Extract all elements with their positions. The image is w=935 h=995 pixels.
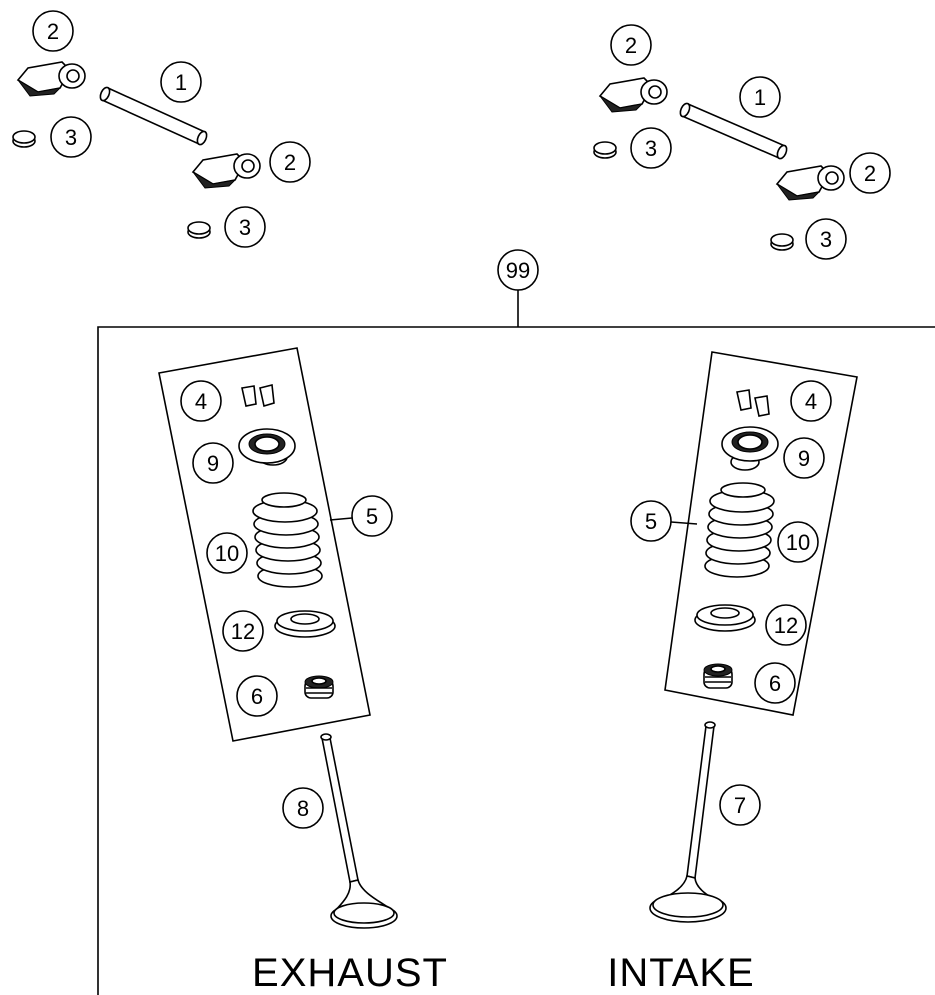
valve-stem-seal-part [703, 663, 733, 689]
callout-1: 1 [160, 61, 202, 103]
callout-label: 2 [864, 161, 876, 186]
callout-2: 2 [849, 152, 891, 194]
callout-9: 9 [192, 442, 234, 484]
spring-seat-part [694, 604, 756, 632]
valve-keeper-part [241, 384, 275, 408]
callout-label: 3 [645, 136, 657, 161]
rocker-arm-part [775, 165, 845, 201]
callout-label: 7 [734, 793, 746, 818]
callout-label: 2 [47, 19, 59, 44]
exhaust-parts-panel [158, 347, 371, 742]
rocker-assembly-right [593, 77, 845, 251]
exhaust-valve-group: 4 9 10 12 6 5 8 EXHAUST [158, 347, 448, 995]
callout-label: 5 [366, 504, 378, 529]
rocker-shaft-part [679, 102, 788, 160]
callout-label: 10 [786, 530, 810, 555]
callout-3: 3 [630, 127, 672, 169]
spring-retainer-part [238, 428, 296, 466]
callout-6: 6 [236, 675, 278, 717]
callout-label: 9 [798, 446, 810, 471]
callout-label: 6 [769, 671, 781, 696]
valve-stem-seal-part [304, 675, 334, 699]
assembly-bracket: 99 [97, 249, 935, 995]
callout-4: 4 [790, 380, 832, 422]
callout-2: 2 [32, 10, 74, 52]
valve-keeper-part [736, 389, 770, 417]
intake-label: INTAKE [607, 951, 755, 995]
callout-10: 10 [206, 532, 248, 574]
callout-label: 5 [645, 509, 657, 534]
callout-label: 99 [506, 258, 530, 283]
valve-spring-part [252, 492, 323, 588]
rocker-arm-part [598, 77, 668, 113]
callout-label: 2 [284, 150, 296, 175]
rocker-shaft-part [99, 86, 208, 146]
callout-label: 6 [251, 684, 263, 709]
callout-label: 9 [207, 451, 219, 476]
callout-6: 6 [754, 662, 796, 704]
callout-label: 1 [175, 70, 187, 95]
exhaust-label: EXHAUST [252, 951, 448, 995]
callout-label: 3 [65, 125, 77, 150]
callout-5: 5 [630, 500, 698, 542]
callout-10: 10 [777, 521, 819, 563]
callout-label: 1 [754, 85, 766, 110]
callout-label: 12 [774, 613, 798, 638]
callout-12: 12 [765, 604, 807, 646]
callout-5: 5 [329, 495, 393, 537]
callout-label: 3 [820, 227, 832, 252]
exhaust-valve-part [320, 733, 398, 929]
callout-label: 4 [195, 389, 207, 414]
callout-12: 12 [222, 610, 264, 652]
callout-7: 7 [719, 784, 761, 826]
intake-valve-part [649, 721, 727, 923]
rocker-assembly-left [12, 61, 261, 239]
callout-label: 10 [215, 541, 239, 566]
shim-part [12, 130, 36, 148]
callout-8: 8 [282, 787, 324, 829]
callout-3: 3 [50, 116, 92, 158]
shim-part [770, 233, 794, 251]
callout-3: 3 [805, 218, 847, 260]
callout-label: 8 [297, 796, 309, 821]
shim-part [187, 221, 211, 239]
spring-seat-part [274, 610, 336, 638]
spring-retainer-part [721, 426, 779, 471]
callout-2: 2 [610, 24, 652, 66]
callout-label: 4 [805, 389, 817, 414]
shim-part [593, 141, 617, 159]
callout-label: 3 [239, 215, 251, 240]
intake-parts-panel [664, 351, 858, 716]
intake-valve-group: 4 9 10 12 6 5 7 INTAKE [607, 351, 858, 995]
callout-label: 12 [231, 619, 255, 644]
callout-label: 2 [625, 33, 637, 58]
callout-2: 2 [269, 141, 311, 183]
callout-9: 9 [783, 437, 825, 479]
valve-spring-part [704, 482, 775, 578]
callout-3: 3 [224, 206, 266, 248]
callout-1: 1 [739, 76, 781, 118]
callout-4: 4 [180, 380, 222, 422]
callout-99: 99 [497, 249, 539, 291]
rocker-arm-part [191, 153, 261, 189]
rocker-arm-part [16, 61, 86, 97]
